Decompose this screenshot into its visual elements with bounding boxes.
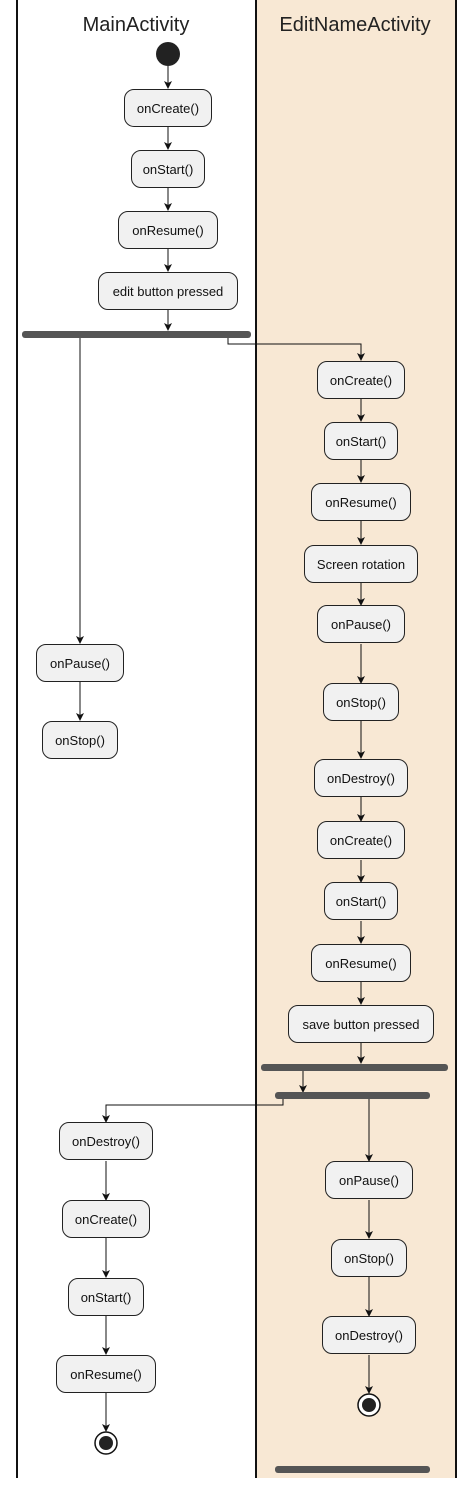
- main-oncreate-node: onCreate(): [124, 89, 212, 127]
- fork-bar-2: [275, 1092, 430, 1099]
- edit-onstart2-node: onStart(): [324, 882, 398, 920]
- screen-rotation-node: Screen rotation: [304, 545, 418, 583]
- edit-onresume2-node: onResume(): [311, 944, 411, 982]
- main-onresume-node: onResume(): [118, 211, 218, 249]
- main-onpause-node: onPause(): [36, 644, 124, 682]
- main-onstart-node: onStart(): [131, 150, 205, 188]
- edit-onstop-node: onStop(): [323, 683, 399, 721]
- edit-onpause-node: onPause(): [317, 605, 405, 643]
- main-ondestroy-node: onDestroy(): [59, 1122, 153, 1160]
- save-button-pressed-node: save button pressed: [288, 1005, 434, 1043]
- main-lane-title: MainActivity: [82, 14, 190, 36]
- edit-onresume-node: onResume(): [311, 483, 411, 521]
- main-onstop-node: onStop(): [42, 721, 118, 759]
- bottom-bar: [275, 1466, 430, 1473]
- edit-end-node-core: [362, 1398, 376, 1412]
- lane-border-right: [455, 0, 457, 1478]
- edit-onstop2-node: onStop(): [331, 1239, 407, 1277]
- main-onstart2-node: onStart(): [68, 1278, 144, 1316]
- main-oncreate2-node: onCreate(): [62, 1200, 150, 1238]
- edge-fork2-to-main-destroy: [102, 1099, 284, 1123]
- edit-oncreate-node: onCreate(): [317, 361, 405, 399]
- edit-lane-background: [257, 0, 455, 1478]
- join-bar: [261, 1064, 448, 1071]
- start-node: [156, 42, 180, 66]
- edit-ondestroy-node: onDestroy(): [314, 759, 408, 797]
- lane-border-middle: [255, 0, 257, 1478]
- edit-oncreate2-node: onCreate(): [317, 821, 405, 859]
- edit-lane-title: EditNameActivity: [279, 14, 431, 36]
- lane-border-left: [16, 0, 18, 1478]
- fork-bar-1: [22, 331, 251, 338]
- main-onresume2-node: onResume(): [56, 1355, 156, 1393]
- edit-ondestroy2-node: onDestroy(): [322, 1316, 416, 1354]
- edge-fork-to-edit-create: [227, 338, 365, 361]
- edit-onpause2-node: onPause(): [325, 1161, 413, 1199]
- edit-onstart-node: onStart(): [324, 422, 398, 460]
- edit-button-pressed-node: edit button pressed: [98, 272, 238, 310]
- main-end-node-core: [99, 1436, 113, 1450]
